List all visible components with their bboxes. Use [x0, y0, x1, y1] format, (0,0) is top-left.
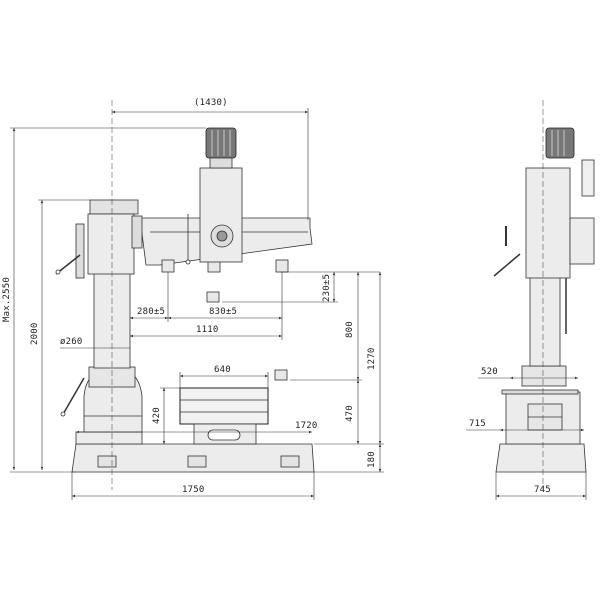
spindle-nose-raised — [206, 291, 220, 303]
spindle-nose-low — [274, 369, 288, 381]
side-motor — [545, 127, 575, 159]
column-head — [55, 199, 139, 279]
side-view — [493, 100, 595, 490]
side-column — [529, 269, 561, 367]
base — [71, 431, 315, 473]
dim-column-height: 2000 — [30, 322, 40, 345]
dim-max-radius: 1110 — [196, 325, 219, 335]
side-column-bell — [521, 365, 567, 387]
dim-max-spindle-to-base: 1270 — [367, 347, 377, 370]
dim-base-inner-length: 1720 — [295, 421, 318, 431]
dim-column-diameter: ø260 — [60, 337, 83, 347]
dim-spindle-travel: 830±5 — [209, 307, 238, 317]
dim-base-inner-width: 715 — [469, 419, 486, 429]
dim-table-width: 640 — [214, 365, 231, 375]
dim-quill-travel: 230±5 — [322, 273, 332, 302]
front-dimension-lines — [10, 108, 384, 500]
dim-arm-vertical-travel: 800 — [345, 321, 355, 338]
work-table — [179, 387, 269, 445]
dim-base-width: 745 — [534, 485, 551, 495]
column-bell — [60, 366, 143, 433]
dim-base-length: 1750 — [182, 485, 205, 495]
dim-spindle-min: 280±5 — [137, 307, 166, 317]
dim-table-height: 420 — [152, 407, 162, 424]
side-drill-head — [525, 167, 571, 279]
dim-spindle-to-table: 470 — [345, 405, 355, 422]
dim-arm-reach: (1430) — [194, 98, 228, 108]
drill-head — [199, 127, 243, 263]
front-view — [55, 100, 315, 490]
motor — [205, 127, 237, 159]
dim-table-depth: 520 — [481, 367, 498, 377]
side-dimension-lines — [466, 376, 587, 500]
dim-max-height: Max.2550 — [2, 277, 12, 322]
dim-base-height: 180 — [367, 451, 377, 468]
side-base — [495, 443, 587, 473]
